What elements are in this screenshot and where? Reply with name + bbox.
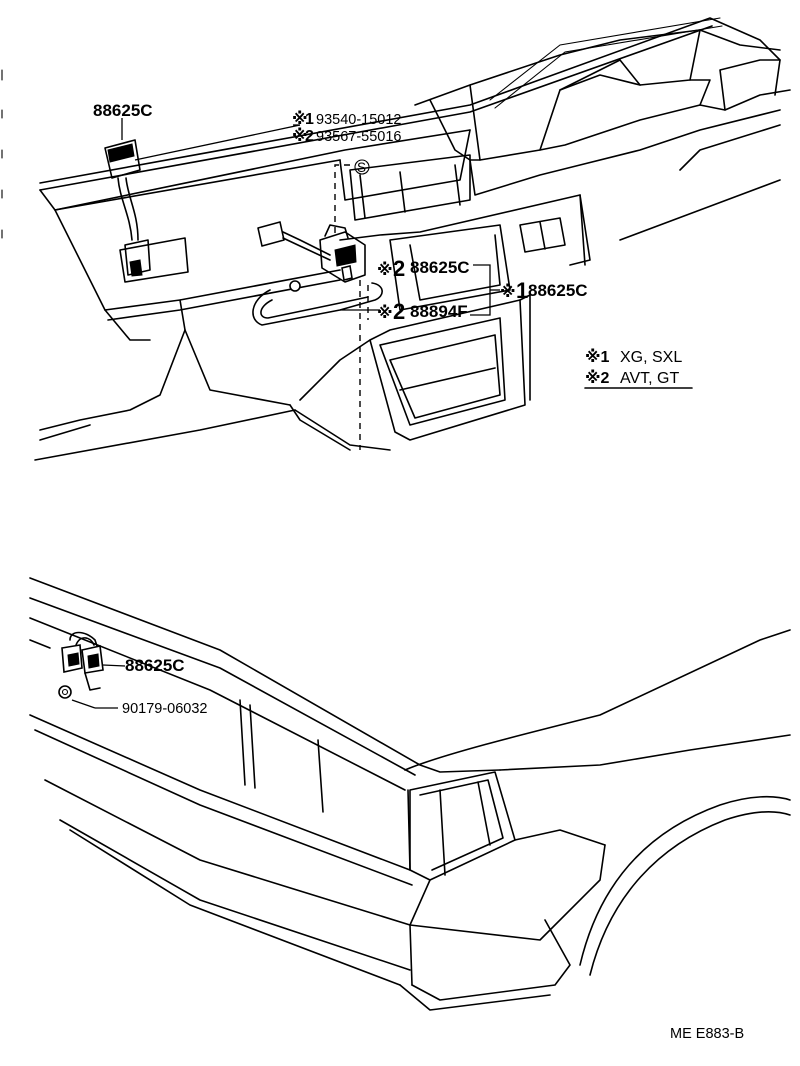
dashboard-illustration — [34, 17, 791, 461]
rear-body-illustration — [29, 577, 791, 1011]
legend-models-2: AVT, GT — [620, 370, 679, 387]
ref-mark-2b: ※ — [377, 261, 393, 279]
legend-models-1: XG, SXL — [620, 349, 682, 366]
leader-lines-upper — [121, 118, 500, 450]
ref-num-2c: 2 — [393, 299, 405, 324]
labels-lower: 88625C 90179-06032 — [122, 656, 207, 717]
part-label-88625c-top: 88625C — [93, 101, 153, 120]
ref-mark-1b: ※ — [500, 283, 516, 301]
s-mark-label: S — [357, 160, 366, 175]
legend-mark-1: ※1 — [585, 348, 610, 366]
ref-num-2a: 2 — [305, 128, 314, 145]
part-label-88894f: 88894F — [410, 302, 468, 321]
ref-num-2b: 2 — [393, 256, 405, 281]
ref-mark-2a: ※ — [292, 127, 308, 145]
switch-body — [104, 139, 141, 179]
model-legend: ※1 XG, SXL ※2 AVT, GT — [584, 348, 693, 389]
part-label-88625c-2: 88625C — [410, 258, 470, 277]
legend-mark-2: ※2 — [585, 369, 610, 387]
part-label-90179-06032: 90179-06032 — [122, 701, 207, 717]
leader-lines-lower — [71, 664, 126, 709]
part-label-93567-55016: 93567-55016 — [316, 129, 401, 145]
ref-mark-1a: ※ — [292, 110, 308, 128]
part-label-88625c-rear: 88625C — [125, 656, 185, 675]
part-label-88625c-1: 88625C — [528, 281, 588, 300]
diagram-code: ME E883-B — [670, 1026, 744, 1042]
part-label-93540-15012: 93540-15012 — [316, 112, 401, 128]
ref-num-1a: 1 — [305, 111, 314, 128]
labels-upper: 88625C ※ 1 93540-15012 ※ 2 93567-55016 S… — [93, 101, 588, 324]
ref-num-1b: 1 — [516, 278, 528, 303]
ref-mark-2c: ※ — [377, 304, 393, 322]
